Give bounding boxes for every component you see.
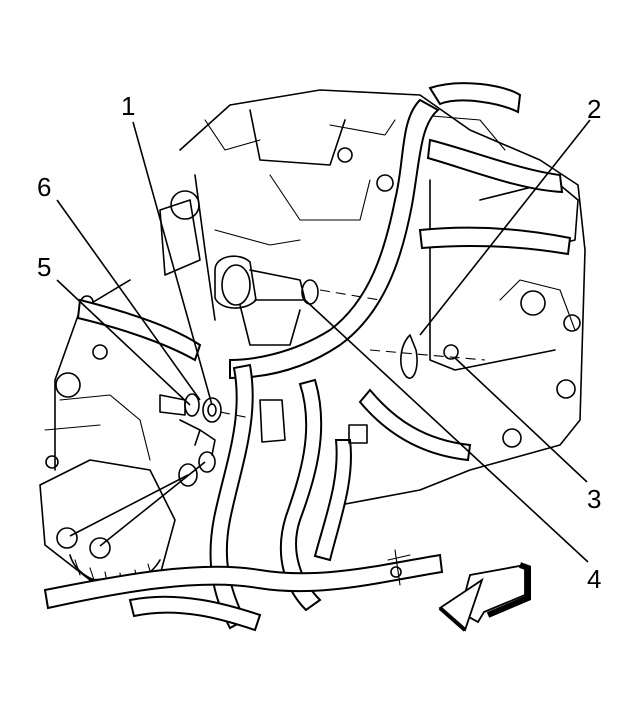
- sensor-assembly: [214, 255, 486, 379]
- leader-line-2: [419, 119, 591, 336]
- leader-line-3: [454, 357, 588, 483]
- fastener-group: [159, 393, 286, 487]
- callout-4: 4: [587, 564, 601, 594]
- callout-1: 1: [121, 91, 135, 121]
- leader-lines: [56, 119, 591, 563]
- callout-5: 5: [37, 252, 51, 282]
- leader-line-6: [56, 199, 201, 401]
- wiring-harness: [43, 82, 572, 632]
- leader-line-5: [56, 279, 191, 406]
- leader-line-4: [304, 299, 589, 563]
- callout-labels: 1 2 3 4 5 6: [37, 91, 601, 594]
- leader-line-1: [132, 121, 213, 406]
- leader-line-7: [69, 474, 189, 537]
- callout-3: 3: [587, 484, 601, 514]
- front-direction-arrow-icon: [438, 562, 531, 632]
- callout-6: 6: [37, 172, 51, 202]
- callout-2: 2: [587, 94, 601, 124]
- leader-line-8: [99, 461, 206, 547]
